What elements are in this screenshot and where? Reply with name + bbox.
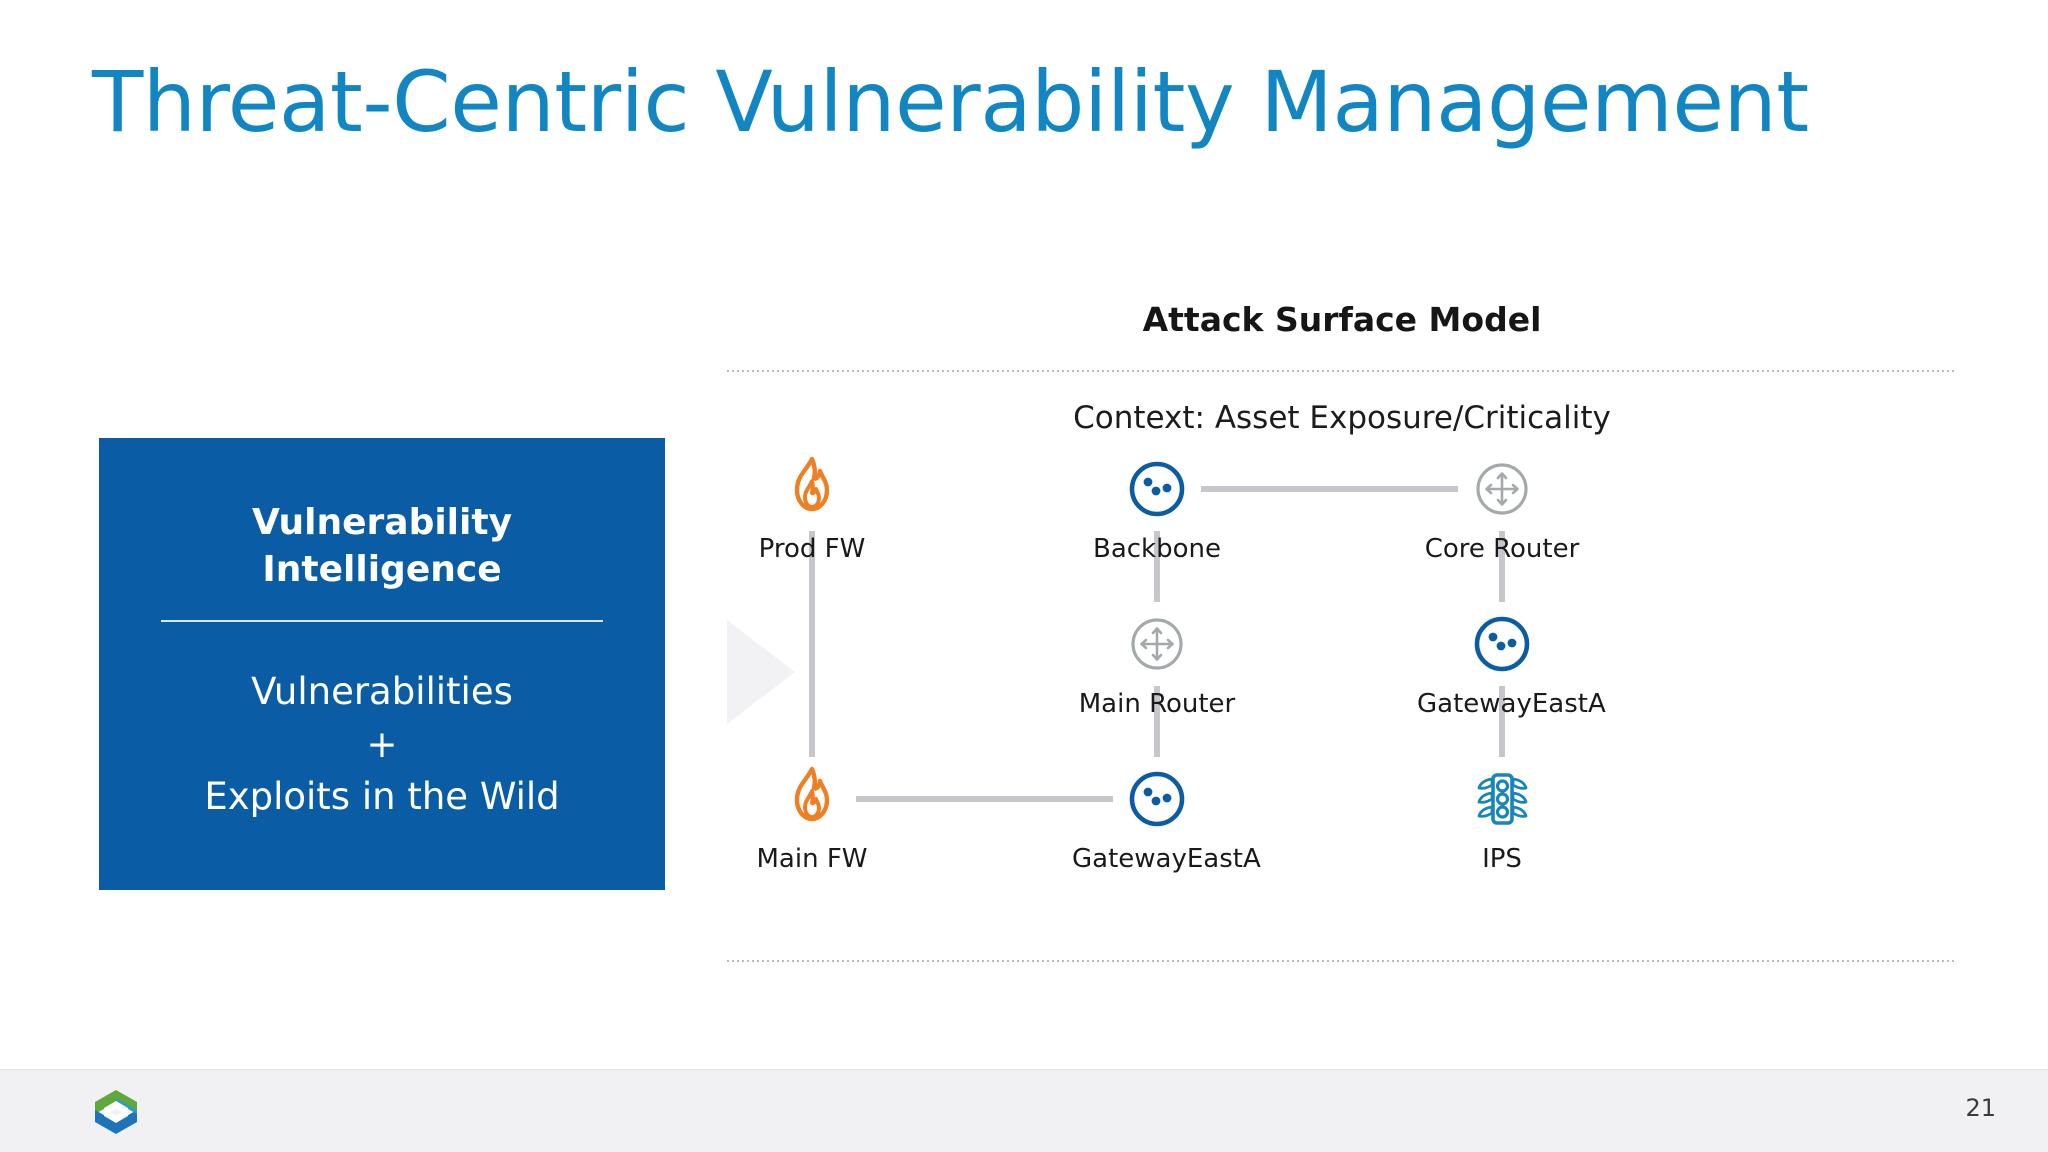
- attack-surface-model-panel: Attack Surface Model Context: Asset Expo…: [727, 300, 1957, 962]
- vulnerability-intelligence-panel: Vulnerability Intelligence Vulnerabiliti…: [99, 438, 665, 890]
- network-node-label: Backbone: [1092, 534, 1221, 564]
- vulnerability-intelligence-heading: Vulnerability Intelligence: [251, 502, 513, 590]
- router-arrows-icon: [1476, 463, 1528, 515]
- network-node-gatewayeasta-r[interactable]: GatewayEastA: [1417, 605, 1606, 719]
- network-edge: [1499, 531, 1505, 602]
- section-divider-top: [727, 370, 1957, 372]
- network-dots-icon: [1474, 616, 1530, 672]
- network-edge: [1201, 486, 1458, 492]
- hexagon-s-logo: [92, 1088, 140, 1136]
- panel-divider: [161, 620, 603, 622]
- attack-surface-model-title: Attack Surface Model: [1142, 300, 1542, 339]
- network-node-label: GatewayEastA: [1417, 689, 1606, 719]
- network-node-label: GatewayEastA: [1072, 844, 1261, 874]
- network-node-gatewayeasta-b[interactable]: GatewayEastA: [1072, 760, 1261, 874]
- section-divider-bottom: [727, 960, 1957, 962]
- network-node-label: Main FW: [756, 844, 868, 874]
- network-edge: [1499, 686, 1505, 757]
- network-node-main-router[interactable]: Main Router: [1072, 605, 1242, 719]
- network-edge: [1154, 686, 1160, 757]
- network-node-label: Main Router: [1078, 689, 1236, 719]
- network-node-label: Core Router: [1424, 534, 1580, 564]
- triangle-right-icon: [727, 620, 795, 724]
- network-node-core-router[interactable]: Core Router: [1417, 450, 1587, 564]
- network-node-backbone[interactable]: Backbone: [1072, 450, 1242, 564]
- network-edge: [856, 796, 1113, 802]
- network-edge: [1154, 531, 1160, 602]
- flame-icon: [727, 450, 897, 528]
- traffic-light-icon: [1417, 760, 1587, 838]
- page-title: Threat-Centric Vulnerability Management: [92, 53, 1809, 151]
- router-arrows-icon: [1417, 450, 1587, 528]
- footer-bar: 21: [0, 1069, 2048, 1152]
- network-node-prod-fw[interactable]: Prod FW: [727, 450, 897, 564]
- network-dots-icon: [1417, 605, 1587, 683]
- router-arrows-icon: [1072, 605, 1242, 683]
- network-dots-icon: [1072, 450, 1242, 528]
- network-node-label: IPS: [1482, 844, 1522, 874]
- vulnerability-intelligence-body: Vulnerabilities + Exploits in the Wild: [204, 670, 560, 819]
- network-dots-icon: [1129, 771, 1185, 827]
- network-node-label: Prod FW: [758, 534, 866, 564]
- flame-icon: [727, 760, 897, 838]
- traffic-light-icon: [1477, 773, 1528, 825]
- network-edge: [809, 531, 815, 757]
- network-dots-icon: [1072, 760, 1242, 838]
- flame-icon: [794, 456, 830, 512]
- network-dots-icon: [1129, 461, 1185, 517]
- flame-icon: [794, 766, 830, 822]
- router-arrows-icon: [1131, 618, 1183, 670]
- page-number: 21: [1965, 1094, 1996, 1122]
- network-node-ips[interactable]: IPS: [1417, 760, 1587, 874]
- attack-surface-model-context: Context: Asset Exposure/Criticality: [1073, 400, 1611, 436]
- network-node-main-fw[interactable]: Main FW: [727, 760, 897, 874]
